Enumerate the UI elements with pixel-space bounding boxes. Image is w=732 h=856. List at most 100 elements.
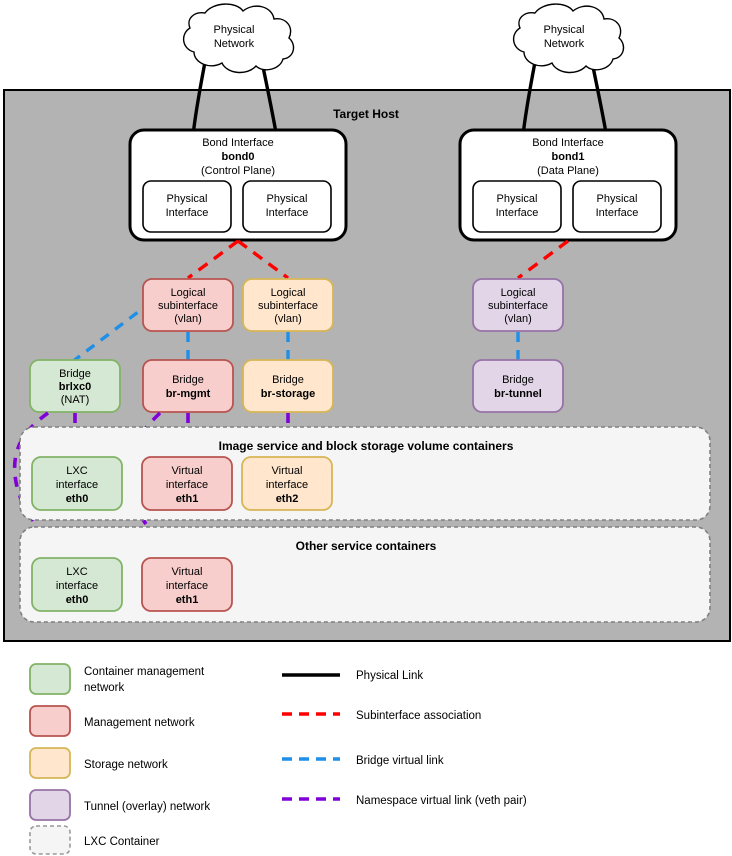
bond0-title: Bond Interface bbox=[202, 137, 274, 149]
bond0-nic-1-line2: Interface bbox=[266, 207, 309, 219]
c2-iface-0-name: eth0 bbox=[66, 594, 89, 606]
bond0-nic-1-box bbox=[242, 180, 332, 233]
target-host-title: Target Host bbox=[333, 107, 399, 121]
subif-tunnel-line1: Logical bbox=[501, 287, 536, 299]
c2-iface-0-box bbox=[31, 557, 123, 612]
bond1-name: bond1 bbox=[552, 151, 585, 163]
legend-container-mgmt-swatch bbox=[29, 663, 71, 695]
c2-iface-1-line2: interface bbox=[166, 580, 208, 592]
bond1-nic-1-line2: Interface bbox=[596, 207, 639, 219]
bridge-br-mgmt-name: br-mgmt bbox=[166, 388, 211, 400]
legend-container-mgmt-label-2: network bbox=[84, 682, 125, 694]
bond0-nic-0-line1: Physical bbox=[167, 193, 208, 205]
c2-iface-0-line1: LXC bbox=[66, 566, 87, 578]
legend-container-mgmt-label-1: Container management bbox=[84, 666, 205, 678]
c1-iface-1-line2: interface bbox=[166, 479, 208, 491]
bond1-nic-0-line2: Interface bbox=[496, 207, 539, 219]
subif-link-bond0-mgmt bbox=[186, 239, 240, 280]
bond1-role: (Data Plane) bbox=[537, 165, 599, 177]
cloud-left-line1: Physical bbox=[214, 24, 255, 36]
subif-mgmt-group: Logical subinterface (vlan) bbox=[142, 278, 234, 332]
bridge-brlxc0-line3: (NAT) bbox=[61, 394, 90, 406]
legend-lxc-container-swatch bbox=[29, 825, 71, 855]
c1-iface-2-box bbox=[241, 456, 333, 511]
subif-mgmt-line2: subinterface bbox=[158, 300, 218, 312]
c1-iface-0-box bbox=[31, 456, 123, 511]
subif-storage-group: Logical subinterface (vlan) bbox=[242, 278, 334, 332]
legend-tunnel-swatch bbox=[29, 789, 71, 821]
legend-swatches: Container management network Management … bbox=[29, 663, 210, 855]
subif-link-bond1-tunnel bbox=[516, 239, 570, 280]
bridge-brlxc0-line1: Bridge bbox=[59, 368, 91, 380]
bond0-group: Bond Interface bond0 (Control Plane) Phy… bbox=[128, 128, 348, 242]
container-image-block-title: Image service and block storage volume c… bbox=[219, 439, 514, 453]
c1-iface-1-name: eth1 bbox=[176, 493, 199, 505]
bond0-nic-0-line2: Interface bbox=[166, 207, 209, 219]
legend-namespace-virtual-link-label: Namespace virtual link (veth pair) bbox=[356, 795, 527, 807]
cloud-right-line2: Network bbox=[544, 38, 585, 50]
c2-iface-1-line1: Virtual bbox=[172, 566, 203, 578]
bridge-br-mgmt-box bbox=[142, 359, 234, 413]
bridge-brlxc0-group: Bridge brlxc0 (NAT) bbox=[29, 359, 121, 413]
subif-storage-line2: subinterface bbox=[258, 300, 318, 312]
subif-tunnel-line2: subinterface bbox=[488, 300, 548, 312]
bridge-br-storage-name: br-storage bbox=[261, 388, 315, 400]
bridge-br-mgmt-group: Bridge br-mgmt bbox=[142, 359, 234, 413]
bridge-br-tunnel-group: Bridge br-tunnel bbox=[472, 359, 564, 413]
subif-mgmt-line3: (vlan) bbox=[174, 313, 202, 325]
container-other-group: Other service containers LXC interface e… bbox=[19, 526, 711, 623]
legend-storage-label: Storage network bbox=[84, 759, 168, 771]
subinterface-association-links bbox=[186, 239, 570, 280]
legend-subinterface-association-label: Subinterface association bbox=[356, 710, 481, 722]
container-image-block-group: Image service and block storage volume c… bbox=[19, 426, 711, 521]
bridge-br-tunnel-name: br-tunnel bbox=[494, 388, 542, 400]
bridge-br-storage-line1: Bridge bbox=[272, 374, 304, 386]
legend-management-swatch bbox=[29, 705, 71, 737]
bond1-nic-0-line1: Physical bbox=[497, 193, 538, 205]
bridge-br-mgmt-line1: Bridge bbox=[172, 374, 204, 386]
c1-iface-2-line1: Virtual bbox=[272, 465, 303, 477]
c1-iface-0-line2: interface bbox=[56, 479, 98, 491]
subif-tunnel-box bbox=[472, 278, 564, 332]
legend-physical-link-label: Physical Link bbox=[356, 670, 423, 682]
legend-management-label: Management network bbox=[84, 717, 195, 729]
bond1-title: Bond Interface bbox=[532, 137, 604, 149]
cloud-right-shape bbox=[513, 3, 625, 74]
c1-iface-0-name: eth0 bbox=[66, 493, 89, 505]
bridge-br-tunnel-box bbox=[472, 359, 564, 413]
subif-storage-box bbox=[242, 278, 334, 332]
subif-storage-line1: Logical bbox=[271, 287, 306, 299]
bond1-nic-1-box bbox=[572, 180, 662, 233]
legend-lxc-container-label: LXC Container bbox=[84, 836, 160, 848]
cloud-left: Physical Network bbox=[183, 3, 295, 74]
legend-tunnel-label: Tunnel (overlay) network bbox=[84, 801, 210, 813]
bond0-nic-0-box bbox=[142, 180, 232, 233]
cloud-right: Physical Network bbox=[513, 3, 625, 74]
subif-link-bond0-storage bbox=[236, 239, 290, 280]
bridge-br-storage-box bbox=[242, 359, 334, 413]
c1-iface-0-line1: LXC bbox=[66, 465, 87, 477]
subif-tunnel-group: Logical subinterface (vlan) bbox=[472, 278, 564, 332]
container-other-title: Other service containers bbox=[296, 539, 437, 553]
cloud-right-line1: Physical bbox=[544, 24, 585, 36]
subif-mgmt-line1: Logical bbox=[171, 287, 206, 299]
subif-storage-line3: (vlan) bbox=[274, 313, 302, 325]
c2-iface-1-box bbox=[141, 557, 233, 612]
c2-iface-1-name: eth1 bbox=[176, 594, 199, 606]
bond0-name: bond0 bbox=[222, 151, 255, 163]
bridge-br-storage-group: Bridge br-storage bbox=[242, 359, 334, 413]
bridge-brlxc0-name: brlxc0 bbox=[59, 381, 91, 393]
cloud-left-line2: Network bbox=[214, 38, 255, 50]
bond1-group: Bond Interface bond1 (Data Plane) Physic… bbox=[458, 128, 678, 242]
bridge-virtual-links bbox=[70, 304, 520, 364]
c1-iface-2-name: eth2 bbox=[276, 493, 299, 505]
c1-iface-2-line2: interface bbox=[266, 479, 308, 491]
cloud-left-shape bbox=[183, 3, 295, 74]
c1-iface-1-line1: Virtual bbox=[172, 465, 203, 477]
c2-iface-0-line2: interface bbox=[56, 580, 98, 592]
c1-iface-1-box bbox=[141, 456, 233, 511]
subif-tunnel-line3: (vlan) bbox=[504, 313, 532, 325]
bond0-nic-1-line1: Physical bbox=[267, 193, 308, 205]
bond1-nic-0-box bbox=[472, 180, 562, 233]
